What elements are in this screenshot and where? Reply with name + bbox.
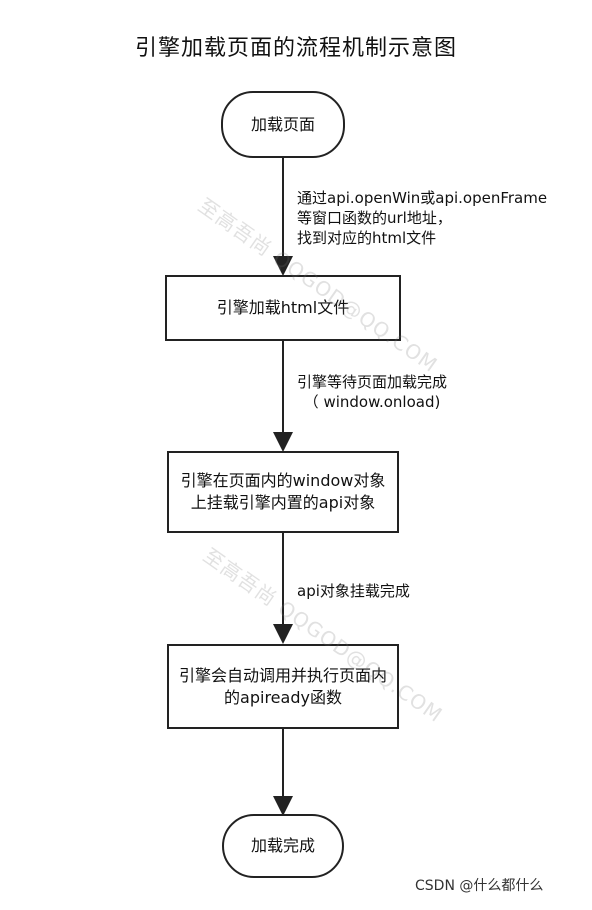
footer-credit: CSDN @什么都什么 bbox=[415, 878, 544, 894]
call-apiready-node-line: 的apiready函数 bbox=[224, 687, 342, 707]
mount-api-node-line: 上挂载引擎内置的api对象 bbox=[190, 493, 376, 512]
edge-label-line: 引擎等待页面加载完成 bbox=[297, 373, 448, 391]
mount-api-node-line: 引擎在页面内的window对象 bbox=[180, 471, 386, 490]
start-node-label: 加载页面 bbox=[250, 114, 315, 134]
edge-label-locate-html: 通过api.openWin或api.openFrame 等窗口函数的url地址，… bbox=[297, 188, 547, 248]
diagram-title: 引擎加载页面的流程机制示意图 bbox=[134, 36, 457, 61]
end-node-label: 加载完成 bbox=[250, 836, 315, 855]
edge-label-line: api对象挂载完成 bbox=[297, 582, 410, 600]
load-html-node-label: 引擎加载html文件 bbox=[216, 298, 350, 317]
edge-label-line: （ window.onload) bbox=[303, 393, 441, 411]
call-apiready-node-line: 引擎会自动调用并执行页面内 bbox=[178, 665, 387, 685]
mount-api-node: 引擎在页面内的window对象 上挂载引擎内置的api对象 bbox=[167, 451, 399, 533]
start-node: 加载页面 bbox=[221, 91, 345, 158]
call-apiready-node: 引擎会自动调用并执行页面内 的apiready函数 bbox=[167, 644, 399, 729]
load-html-node: 引擎加载html文件 bbox=[165, 275, 401, 341]
end-node: 加载完成 bbox=[222, 814, 344, 878]
edge-label-wait-onload: 引擎等待页面加载完成 （ window.onload) bbox=[297, 372, 447, 412]
edge-label-line: 找到对应的html文件 bbox=[297, 229, 437, 247]
edge-label-api-mounted: api对象挂载完成 bbox=[297, 581, 410, 601]
edge-label-line: 等窗口函数的url地址， bbox=[297, 209, 452, 227]
edge-label-line: 通过api.openWin或api.openFrame bbox=[297, 189, 548, 207]
